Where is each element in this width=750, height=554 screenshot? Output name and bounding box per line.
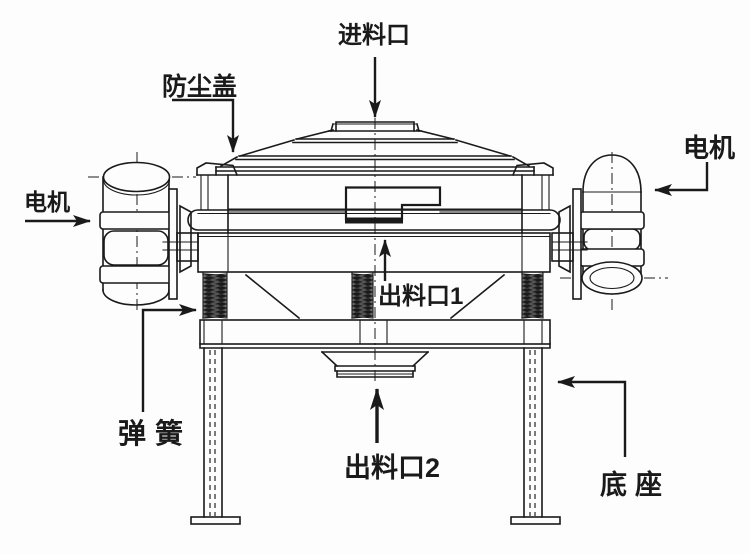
spring-right <box>521 272 544 319</box>
leg-left <box>190 347 241 525</box>
foot-left <box>190 516 241 525</box>
motor-right-arrow <box>654 162 709 196</box>
annotation-arrows <box>25 57 709 457</box>
base-arrow <box>557 376 627 457</box>
motor-right <box>551 152 668 312</box>
motor-left-label: 电机 <box>24 189 70 215</box>
foot-right <box>510 516 561 525</box>
motor-right-label: 电机 <box>683 133 735 163</box>
motor-right-bracket <box>558 204 571 274</box>
spring-label: 弹簧 <box>118 417 192 449</box>
spring-left <box>202 272 228 319</box>
motor-left-rib-top <box>99 211 173 230</box>
motor-left-mount-plate <box>168 188 178 300</box>
discharge-opening-1 <box>345 217 403 224</box>
motor-left-panel <box>103 230 169 266</box>
dust-cover-label: 防尘盖 <box>162 72 237 101</box>
clamp-right <box>511 162 554 211</box>
annotation-labels: 进料口 防尘盖 电机 电机 出料口1 弹簧 出料口2 底座 <box>24 22 735 500</box>
discharge-gate-plate <box>344 186 442 224</box>
discharge-1-label: 出料口1 <box>378 283 463 310</box>
discharge-funnel <box>320 350 430 378</box>
vibration-table-band <box>197 232 551 273</box>
spring-arrow <box>141 304 197 412</box>
cushion-ring <box>187 209 561 231</box>
clamp-left <box>196 162 239 211</box>
discharge-2-label: 出料口2 <box>344 453 440 483</box>
body-cone-edges <box>244 273 506 320</box>
motor-right-end-cap <box>581 261 643 295</box>
dust-cover-lid <box>196 129 554 176</box>
dust-cover-arrow <box>172 98 239 153</box>
spring-center <box>351 272 374 319</box>
feed-inlet-label: 进料口 <box>338 22 410 49</box>
leg-right <box>510 347 561 525</box>
base-label: 底座 <box>600 469 670 500</box>
base-ring <box>199 319 551 349</box>
screen-body <box>227 174 523 234</box>
motor-left <box>88 152 199 312</box>
motor-right-rib-top <box>579 211 645 230</box>
motor-left-rib-bottom <box>99 265 173 284</box>
motor-right-mount-plate <box>572 188 582 300</box>
